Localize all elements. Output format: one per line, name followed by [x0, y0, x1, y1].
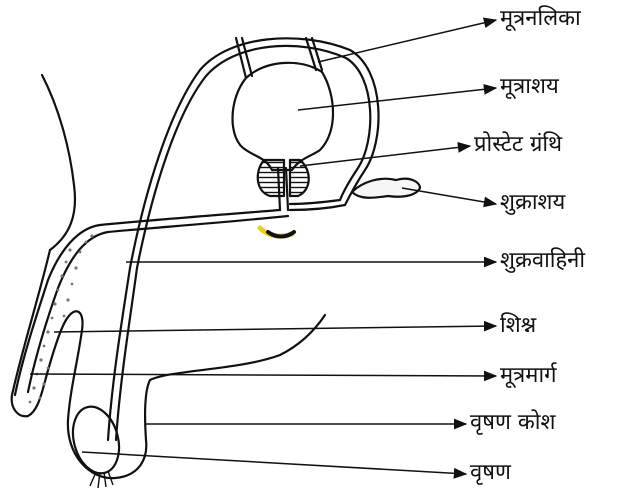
label-bladder: मूत्राशय — [500, 76, 559, 98]
pointer-seminal-vesicle — [402, 188, 496, 204]
pointer-urethra — [30, 374, 496, 376]
pointer-bladder — [298, 88, 496, 110]
penis-spongy-tissue — [29, 234, 94, 403]
label-scrotum: वृषण कोश — [470, 412, 555, 434]
bladder-shape — [233, 63, 334, 170]
label-prostate: प्रोस्टेट ग्रंथि — [474, 134, 562, 156]
pointer-testis — [82, 452, 466, 474]
label-vas-deferens: शुक्रवाहिनी — [500, 250, 585, 272]
penis-outline — [12, 250, 66, 416]
label-seminal-vesicle: शुक्राशय — [500, 192, 565, 214]
label-urethra: मूत्रमार्ग — [500, 365, 557, 387]
label-penis: शिश्न — [500, 315, 536, 337]
vas-deferens-inner — [137, 46, 370, 268]
label-urethra-tube: मूत्रनलिका — [500, 8, 581, 30]
pointer-urethra-tube — [318, 20, 496, 62]
body-outline — [42, 75, 75, 250]
pointer-prostate — [300, 146, 470, 166]
label-testis: वृषण — [470, 462, 511, 484]
seminal-vesicle — [352, 179, 420, 198]
urethra-lower — [28, 216, 288, 392]
